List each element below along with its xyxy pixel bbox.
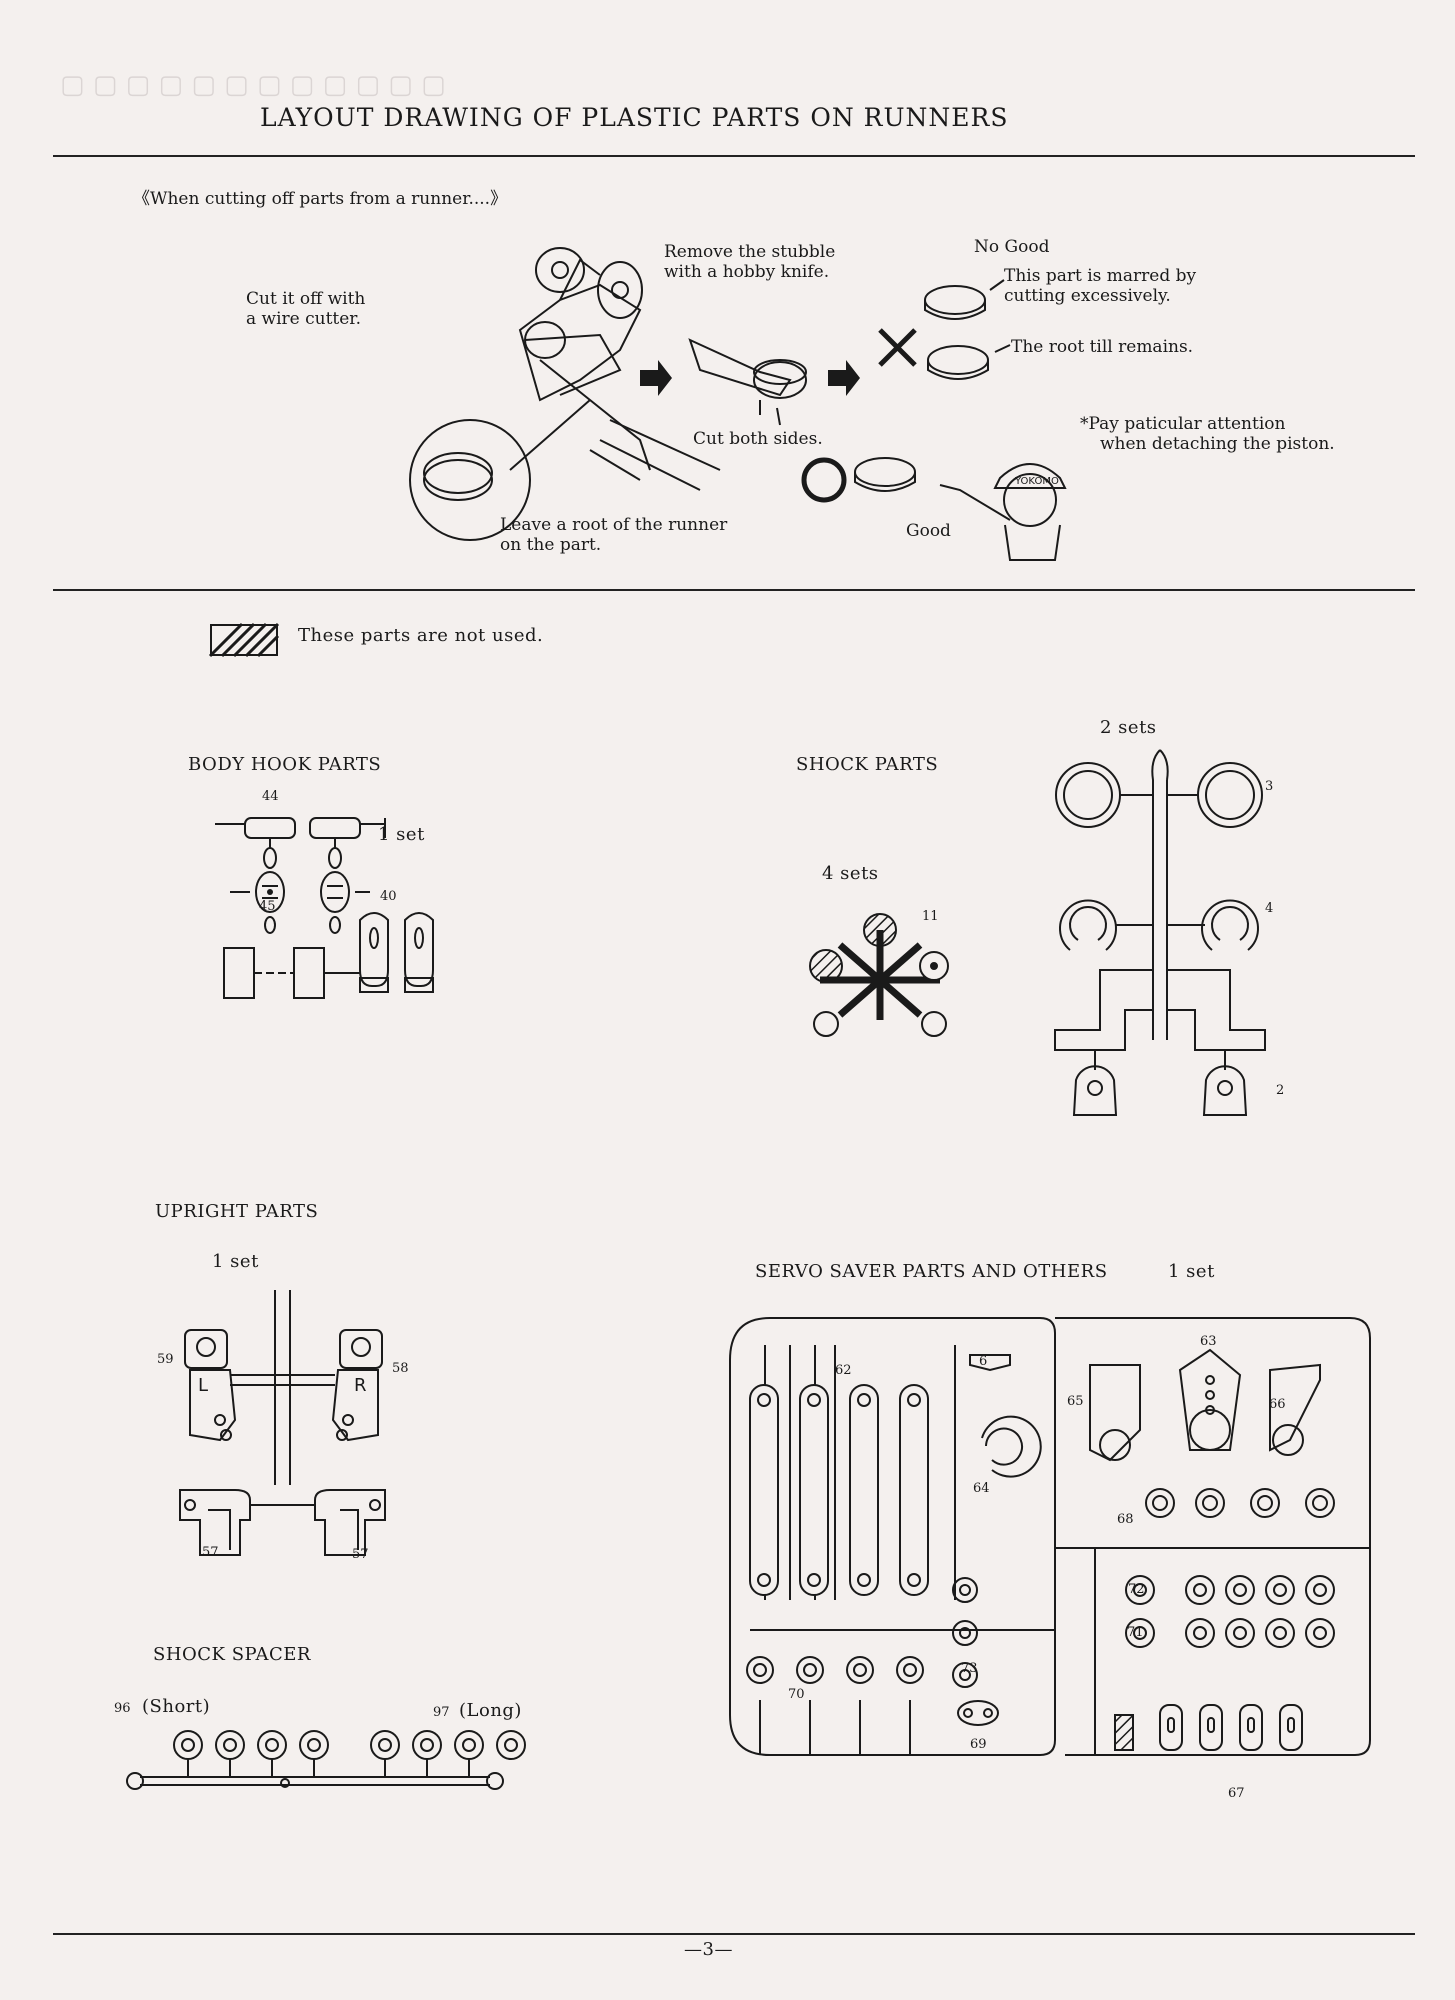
part-number-69: 69 <box>970 1737 987 1752</box>
part-number-44: 44 <box>262 789 279 804</box>
body-hook-diagram <box>210 810 440 1010</box>
attention-text-2: when detaching the piston. <box>1100 434 1335 454</box>
marred-text-2: cutting excessively. <box>1004 286 1171 306</box>
piston-qty: 4 sets <box>822 863 879 884</box>
cutting-illustration: YOKOMO <box>0 0 1455 600</box>
part-number-72: 72 <box>1128 1582 1145 1597</box>
part-number-65: 65 <box>1067 1394 1084 1409</box>
upright-qty: 1 set <box>212 1251 259 1272</box>
cut-both-text: Cut both sides. <box>693 429 823 449</box>
good-text: Good <box>906 521 951 541</box>
upright-diagram: L R <box>140 1285 420 1575</box>
leave-root-text-2: on the part. <box>500 535 602 555</box>
upright-left-marker: L <box>198 1375 208 1396</box>
servo-saver-title: SERVO SAVER PARTS AND OTHERS <box>755 1261 1108 1282</box>
upright-title: UPRIGHT PARTS <box>155 1201 319 1222</box>
title-rule <box>53 155 1415 157</box>
part-number-96: 96 <box>114 1701 131 1716</box>
part-number-59: 59 <box>157 1352 174 1367</box>
part-number-58: 58 <box>392 1361 409 1376</box>
part-number-70: 70 <box>788 1687 805 1702</box>
part-number-71: 71 <box>1127 1625 1144 1640</box>
section-rule <box>53 589 1415 591</box>
footer-rule <box>53 1933 1415 1935</box>
shock-spacer-title: SHOCK SPACER <box>153 1644 311 1665</box>
wire-cutter-text-2: a wire cutter. <box>246 309 361 329</box>
mascot-cap-text: YOKOMO <box>1014 476 1059 487</box>
servo-saver-runner-diagram <box>710 1300 1390 1780</box>
marred-text-1: This part is marred by <box>1004 266 1197 286</box>
long-label: (Long) <box>459 1700 522 1721</box>
part-number-97: 97 <box>433 1705 450 1720</box>
short-label: (Short) <box>142 1696 211 1717</box>
part-number-40: 40 <box>380 889 397 904</box>
wire-cutter-text-1: Cut it off with <box>246 289 366 309</box>
part-number-62: 62 <box>835 1363 852 1378</box>
part-number-67: 67 <box>1228 1786 1245 1801</box>
stubble-text-2: with a hobby knife. <box>664 262 830 282</box>
shock-spacer-diagram <box>120 1725 510 1795</box>
part-number-73: 73 <box>961 1661 978 1676</box>
shock-parts-qty: 2 sets <box>1100 717 1157 738</box>
page-number: —3— <box>684 1939 733 1960</box>
body-hook-title: BODY HOOK PARTS <box>188 754 382 775</box>
part-number-68: 68 <box>1117 1512 1134 1527</box>
part-number-64: 64 <box>973 1481 990 1496</box>
bleed-through-text: ▢ ▢ ▢ ▢ ▢ ▢ ▢ ▢ ▢ ▢ ▢ ▢ <box>60 70 446 100</box>
upright-right-marker: R <box>354 1375 367 1396</box>
legend-not-used: These parts are not used. <box>298 625 544 646</box>
part-number-3: 3 <box>1265 779 1274 794</box>
part-number-66: 66 <box>1269 1397 1286 1412</box>
body-hook-qty: 1 set <box>378 824 425 845</box>
part-number-4: 4 <box>1265 901 1274 916</box>
part-number-11: 11 <box>922 909 939 924</box>
part-number-6: 6 <box>979 1354 988 1369</box>
part-number-57-left: 57 <box>202 1545 219 1560</box>
part-number-63: 63 <box>1200 1334 1217 1349</box>
part-number-2: 2 <box>1276 1083 1285 1098</box>
leave-root-text-1: Leave a root of the runner <box>500 515 728 535</box>
stubble-text-1: Remove the stubble <box>664 242 836 262</box>
servo-saver-qty: 1 set <box>1168 1261 1215 1282</box>
piston-runner-diagram <box>790 900 970 1050</box>
cutting-intro: 《When cutting off parts from a runner...… <box>133 189 508 209</box>
page-title: LAYOUT DRAWING OF PLASTIC PARTS ON RUNNE… <box>260 103 1009 132</box>
shock-parts-title: SHOCK PARTS <box>796 754 939 775</box>
no-good-text: No Good <box>974 237 1050 257</box>
attention-text-1: *Pay paticular attention <box>1080 414 1286 434</box>
shock-runner-diagram <box>1040 740 1280 1140</box>
root-remains-text: The root till remains. <box>1011 337 1194 357</box>
hatch-legend-swatch <box>210 624 278 656</box>
